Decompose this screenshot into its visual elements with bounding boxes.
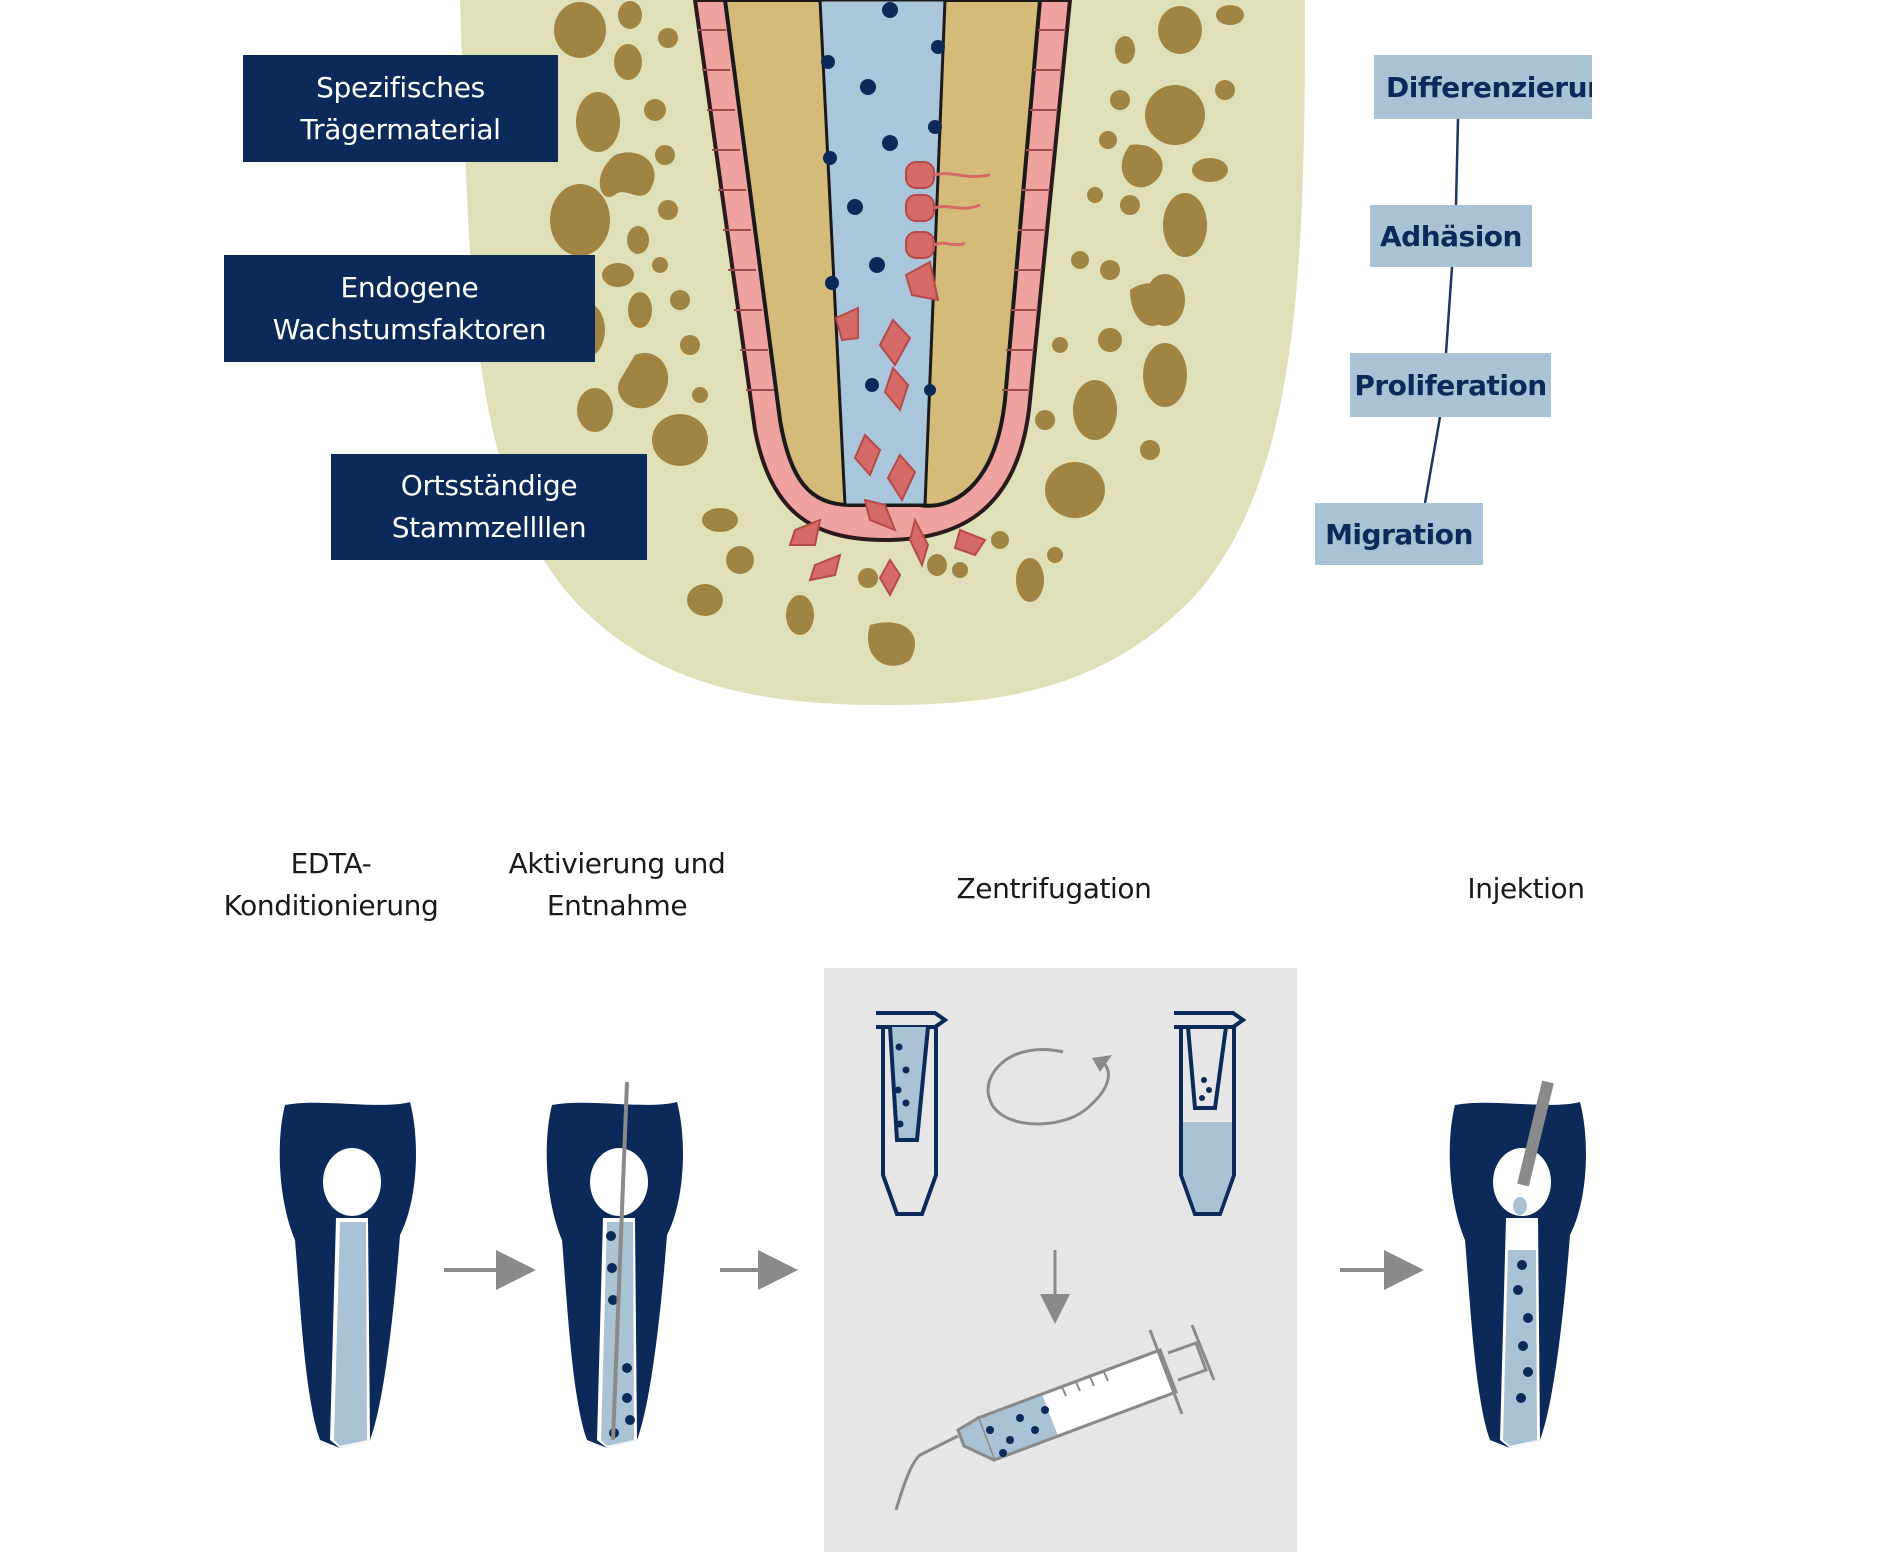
label-text: Proliferation [1354, 368, 1547, 402]
label-text: Migration [1325, 517, 1473, 551]
title-line: Aktivierung und [508, 847, 726, 880]
tooth-root-cross-section-diagram [460, 0, 1460, 705]
label-proliferation: Proliferation [1350, 353, 1551, 417]
process-connector-line [1423, 118, 1460, 504]
title-line: EDTA- [290, 847, 372, 880]
tooth-with-conditioned-canal-icon [279, 1102, 416, 1448]
step-title-injection: Injektion [1426, 868, 1626, 910]
label-carrier-material: Spezifisches Trägermaterial [243, 55, 558, 162]
title-line: Entnahme [546, 889, 688, 922]
growth-factor-dots [821, 2, 945, 396]
label-text: Differenzierun [1386, 70, 1592, 104]
label-adhesion: Adhäsion [1370, 205, 1532, 267]
step-title-activation: Aktivierung und Entnahme [487, 843, 747, 927]
label-differentiation: Differenzierun [1374, 55, 1592, 119]
label-line: Endogene [340, 270, 479, 304]
label-line: Trägermaterial [300, 112, 501, 146]
label-resident-stem-cells: Ortsständige Stammzellllen [331, 454, 647, 560]
label-migration: Migration [1315, 503, 1483, 565]
label-line: Stammzellllen [391, 511, 587, 544]
tooth-with-injection-needle-icon [1449, 1080, 1586, 1448]
bone-trabeculae [550, 1, 1244, 666]
cell-processes [933, 172, 991, 247]
title-line: Konditionierung [223, 889, 439, 922]
label-growth-factors: Endogene Wachstumsfaktoren [224, 255, 595, 362]
label-line: Wachstumsfaktoren [272, 312, 547, 346]
label-text: Adhäsion [1380, 219, 1522, 253]
title-line: Zentrifugation [956, 872, 1152, 905]
step-title-edta: EDTA- Konditionierung [211, 843, 451, 927]
pdl-cell-lines [698, 29, 1066, 391]
label-line: Spezifisches [316, 70, 485, 104]
tooth-with-file-and-blood-icon [546, 1081, 683, 1448]
label-line: Ortsständige [400, 469, 578, 502]
pulp-canal [818, 0, 947, 507]
centrifugation-panel [824, 968, 1297, 1552]
title-line: Injektion [1467, 872, 1585, 905]
stem-cells [788, 161, 987, 598]
step-title-centrifugation: Zentrifugation [934, 868, 1174, 910]
